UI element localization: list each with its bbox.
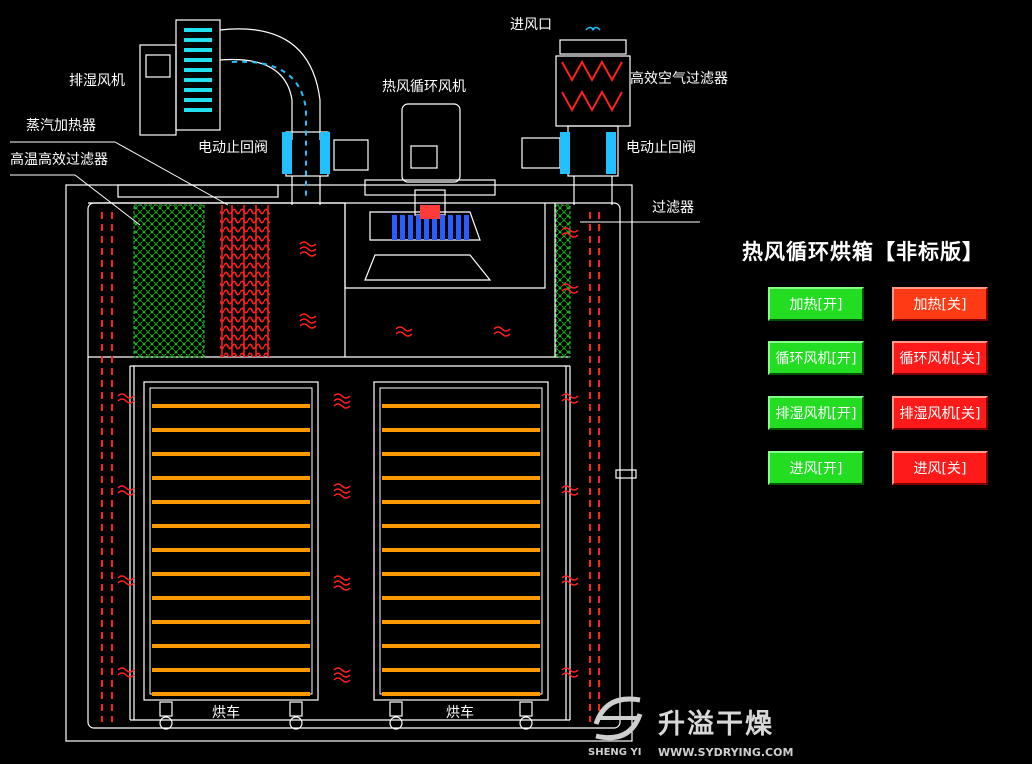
shelf-tray [152,548,310,552]
air-inlet-label: 进风口 [510,17,552,33]
leader-lines [10,141,700,226]
left-heat-tubes [101,212,113,722]
cart-shelves [152,404,540,696]
air-inlet-on-button[interactable]: 进风[开] [768,451,864,485]
cart-wheels [159,701,533,730]
shelf-tray [382,548,540,552]
shelf-tray [382,620,540,624]
logo-text-cn: 升溢干燥 [658,709,774,740]
logo-url: WWW.SYDRYING.COM [658,746,794,759]
shelf-tray [382,572,540,576]
page-title: 热风循环烘箱【非标版】 [742,240,984,264]
logo-mark [593,696,643,741]
hot-filter-label: 高温高效过滤器 [10,152,108,168]
steam-heater-block [220,205,270,357]
shelf-tray [382,596,540,600]
shelf-tray [382,668,540,672]
shelf-tray [152,596,310,600]
fan-hub [420,205,440,219]
exhaust-duct [139,19,369,205]
exhaust-airflow [231,60,307,200]
shelf-tray [382,500,540,504]
shelf-tray [382,428,540,432]
valve-left-body-2 [320,132,330,174]
cart-right-label: 烘车 [446,705,474,721]
exhaust-fan-label: 排湿风机 [69,73,125,89]
shelf-tray [152,620,310,624]
hepa-element [561,59,623,113]
hot-filter-mesh [133,204,205,358]
shelf-tray [152,452,310,456]
heating-on-button[interactable]: 加热[开] [768,287,864,321]
shelf-tray [152,572,310,576]
shelf-tray [152,404,310,408]
circulation-fan-housing [344,103,556,357]
exhaust-fan-on-button[interactable]: 排湿风机[开] [768,396,864,430]
shelf-tray [382,476,540,480]
oven-body [65,179,637,742]
shelf-tray [382,644,540,648]
shelf-tray [382,524,540,528]
shelf-tray [382,692,540,696]
valve-left-body [282,132,292,174]
right-heat-tubes [589,212,600,722]
valve-right-body [560,132,570,174]
valve-left-label: 电动止回阀 [198,140,268,156]
shelf-tray [152,500,310,504]
circulation-fan-off-button[interactable]: 循环风机[关] [892,341,988,375]
inlet-filter-assembly [521,39,631,205]
shelf-tray [152,428,310,432]
heating-off-button[interactable]: 加热[关] [892,287,988,321]
inlet-airflow [585,26,601,31]
logo-text-en: SHENG YI [588,747,642,758]
circulation-fan-on-button[interactable]: 循环风机[开] [768,341,864,375]
exhaust-fan-off-button[interactable]: 排湿风机[关] [892,396,988,430]
valve-right-body-2 [606,132,616,174]
shelf-tray [152,524,310,528]
heat-waves [117,227,579,683]
shelf-tray [382,452,540,456]
exhaust-fan-vents [184,28,212,112]
fan-blades [392,215,469,240]
steam-heater-label: 蒸汽加热器 [26,118,96,134]
steam-heater-tubes [221,205,269,357]
shelf-tray [152,692,310,696]
hepa-filter-label: 高效空气过滤器 [630,71,728,87]
circulation-fan-label: 热风循环风机 [382,79,466,95]
air-inlet-off-button[interactable]: 进风[关] [892,451,988,485]
right-filter-mesh [555,204,571,358]
shelf-tray [152,668,310,672]
shelf-tray [382,404,540,408]
valve-right-label: 电动止回阀 [626,140,696,156]
shelf-tray [152,476,310,480]
filter-label: 过滤器 [652,200,694,216]
shelf-tray [152,644,310,648]
cart-left-label: 烘车 [212,705,240,721]
